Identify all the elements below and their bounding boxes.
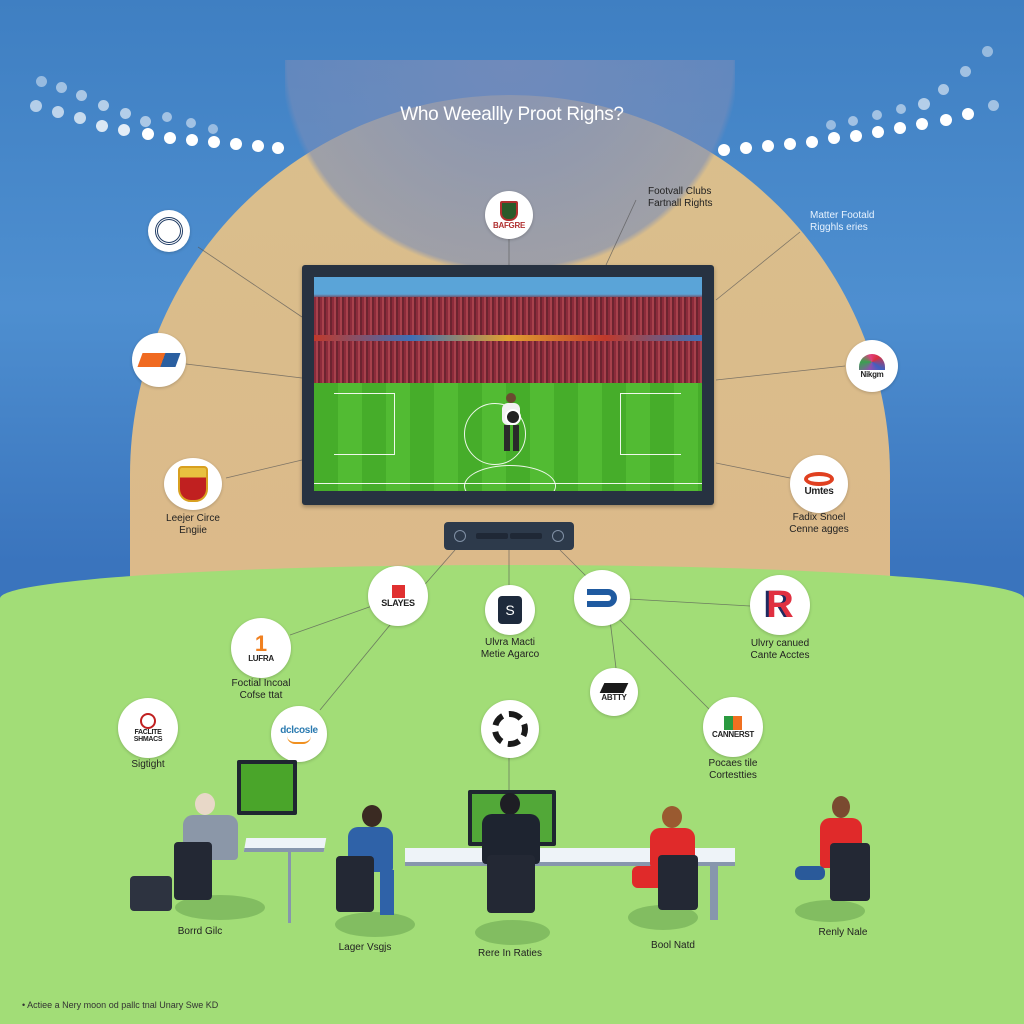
peacock-logo-icon (859, 353, 885, 370)
dclcusle-node[interactable]: dclcosle (271, 706, 327, 762)
match-broadcast-screen (314, 277, 702, 491)
football-icon (492, 711, 528, 747)
football-player (500, 393, 522, 453)
smile-arrow-logo-icon (287, 736, 311, 744)
cannerst-node[interactable]: CANNERST (703, 697, 763, 757)
television (302, 265, 714, 505)
faclite-node[interactable]: FACLITE SHMACS (118, 698, 178, 758)
club-crest-node[interactable]: BAFGRE (485, 191, 533, 239)
s-badge-icon: S (498, 596, 522, 624)
league-crest-node[interactable] (164, 458, 222, 510)
shield-crest-icon (178, 466, 208, 502)
peacock-logo-node[interactable]: Nikgm (846, 340, 898, 392)
r-logo-node[interactable]: R (750, 575, 810, 635)
slayes-node[interactable]: SLAYES (368, 566, 428, 626)
orange-logo-node[interactable] (132, 333, 186, 387)
orange-s-logo-icon (137, 353, 181, 367)
person-label-3: Rere In Raties (478, 948, 542, 959)
person-label-1: Borrd Gilc (177, 926, 223, 937)
abtty-logo-icon (599, 682, 629, 693)
round-crest-icon (155, 217, 183, 245)
monitor-1 (237, 760, 297, 815)
set-top-box (444, 522, 574, 550)
person-label-2: Lager Vsgjs (338, 942, 392, 953)
chair-1 (174, 842, 212, 900)
flag-logo-icon (724, 715, 742, 730)
blue-p-node[interactable] (574, 570, 630, 626)
page-title: Who Weeallly Proot Righs? (400, 104, 624, 125)
desk-1 (243, 838, 327, 852)
club-crest-icon (500, 200, 518, 221)
media-agency-node[interactable]: S (485, 585, 535, 635)
blue-p-logo-icon (587, 589, 617, 607)
lufra-node[interactable]: 1 LUFRA (231, 618, 291, 678)
footnote: • Actiee a Nery moon od pallc tnal Unary… (22, 1000, 219, 1010)
eye-logo-icon (804, 471, 834, 486)
chair-4 (658, 855, 698, 910)
chair-3 (487, 855, 535, 913)
abtty-node[interactable]: ABTTY (590, 668, 638, 716)
chair-2 (336, 856, 374, 912)
faclite-logo-icon (140, 713, 156, 729)
football-node[interactable] (481, 700, 539, 758)
round-crest-node[interactable] (148, 210, 190, 252)
red-square-logo-icon (391, 584, 405, 598)
chair-5 (830, 843, 870, 901)
number-one-logo-icon: 1 (254, 630, 268, 656)
person-label-4: Bool Natd (651, 940, 695, 951)
case-icon (130, 876, 172, 911)
faclite-label: Sigtight (131, 759, 165, 770)
person-label-5: Renly Nale (818, 927, 868, 938)
unites-logo-node[interactable]: Umtes (790, 455, 848, 513)
r-logo-icon: R (766, 583, 794, 626)
